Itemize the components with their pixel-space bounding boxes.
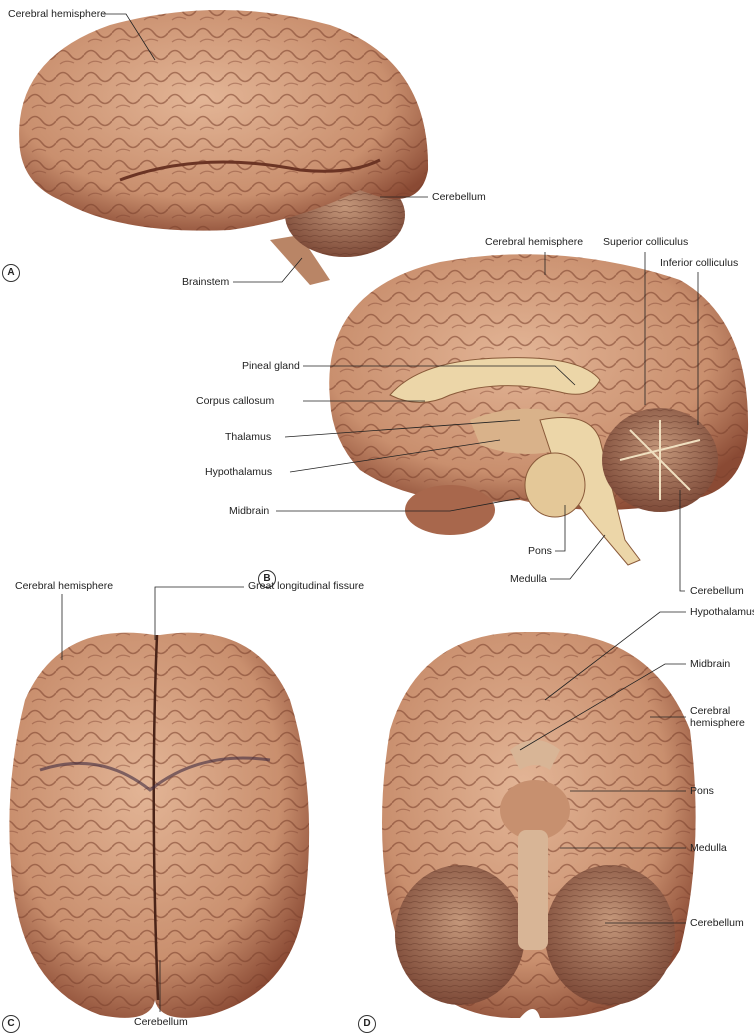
label-b-medulla: Medulla — [510, 573, 547, 585]
label-b-pons: Pons — [528, 545, 552, 557]
panel-letter-d: D — [358, 1015, 376, 1033]
label-b-pineal-gland: Pineal gland — [242, 360, 300, 372]
brain-inferior-view — [382, 631, 696, 1019]
label-b-superior-colliculus: Superior colliculus — [603, 236, 689, 248]
label-c-cerebral-hemisphere: Cerebral hemisphere — [15, 580, 114, 592]
brain-midsagittal-view — [329, 254, 749, 566]
label-d-pons: Pons — [690, 785, 714, 797]
label-b-cerebral-hemisphere: Cerebral hemisphere — [485, 236, 584, 248]
label-d-cerebellum: Cerebellum — [690, 917, 744, 929]
label-b-corpus-callosum: Corpus callosum — [196, 395, 275, 407]
label-b-hypothalamus: Hypothalamus — [205, 466, 273, 478]
leader-lines — [61, 13, 699, 1012]
panel-letter-c: C — [2, 1015, 20, 1033]
brain-lateral-view — [19, 10, 429, 285]
label-d-cerebral-hemisphere: Cerebral hemisphere — [690, 705, 745, 729]
panel-letter-a: A — [2, 264, 20, 282]
label-b-inferior-colliculus: Inferior colliculus — [660, 257, 739, 269]
label-a-cerebellum: Cerebellum — [432, 191, 486, 203]
label-a-cerebral-hemisphere: Cerebral hemisphere — [8, 8, 107, 20]
label-c-cerebellum: Cerebellum — [134, 1016, 188, 1028]
label-c-great-longitudinal-fissure: Great longitudinal fissure — [248, 580, 365, 592]
label-d-hypothalamus: Hypothalamus — [690, 606, 754, 618]
label-d-midbrain: Midbrain — [690, 658, 731, 670]
label-b-midbrain: Midbrain — [229, 505, 270, 517]
label-a-brainstem: Brainstem — [182, 276, 230, 288]
panel-letter-b: B — [258, 570, 276, 588]
label-b-thalamus: Thalamus — [225, 431, 272, 443]
brain-superior-view — [9, 632, 310, 1018]
label-b-cerebellum: Cerebellum — [690, 585, 744, 597]
label-d-medulla: Medulla — [690, 842, 727, 854]
